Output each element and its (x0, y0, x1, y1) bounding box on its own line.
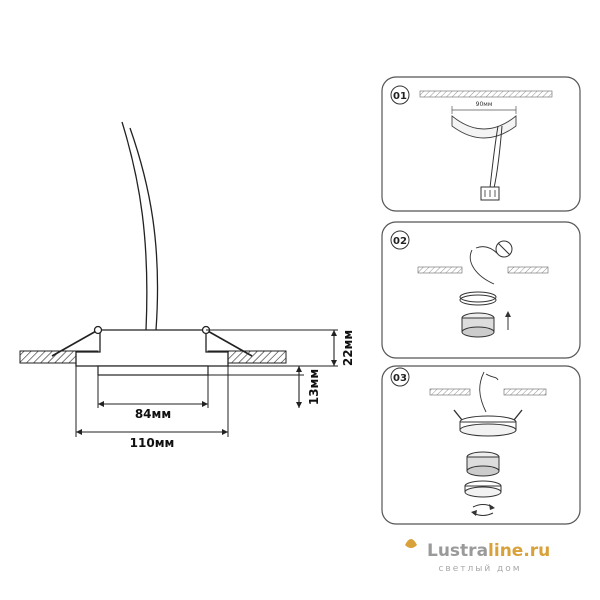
step-number-01: 01 (393, 91, 407, 102)
step-panel-01: 01 90мм (381, 76, 581, 212)
gx53-lamp-03-base (466, 465, 500, 477)
watermark-logo: Lustraline.ru светлый дом (405, 539, 550, 574)
fixture-lens (97, 365, 209, 376)
arrow-up-head (505, 311, 511, 317)
dim-84-arrow-left (98, 401, 104, 407)
ceiling-cutout (451, 115, 517, 139)
spring-clip-left (51, 329, 99, 357)
main-drawing: 84мм 110мм 22мм 13мм (19, 121, 355, 450)
wire-03 (479, 371, 487, 413)
watermark-brand: Lustraline.ru (427, 541, 550, 561)
spring-clip-03-right (513, 409, 523, 421)
ceiling-03-left (429, 388, 471, 396)
dim-110-arrow-left (76, 429, 82, 435)
trim-ring-03-base (464, 486, 502, 498)
fixture-housing (75, 329, 229, 367)
spring-pivot-left (93, 325, 103, 335)
housing-03-base (459, 423, 517, 437)
wire-02 (469, 249, 495, 285)
wire-01 (489, 125, 499, 189)
dim-110-arrow-right (222, 429, 228, 435)
watermark-tagline: светлый дом (438, 564, 521, 574)
lamp-logo-icon (405, 539, 417, 548)
dim-22-arrow-bottom (331, 360, 337, 366)
spring-clip-03-left (453, 409, 463, 421)
dim-22-label: 22мм (341, 330, 355, 366)
dim-110-label: 110мм (130, 436, 175, 450)
step-number-02: 02 (393, 236, 407, 247)
step-panel-03: 03 (381, 365, 581, 525)
trim-ring-02 (459, 291, 497, 303)
rotate-icon-head-a (489, 504, 495, 510)
watermark-brand-b: line.ru (488, 541, 550, 561)
dim-13-arrow-top (296, 366, 302, 372)
dim-13-label: 13мм (307, 369, 321, 405)
dim-84-label: 84мм (135, 407, 171, 421)
step-panel-02: 02 (381, 221, 581, 359)
ceiling-02-left (417, 266, 463, 274)
ceiling-03-right (503, 388, 547, 396)
step-number-03: 03 (393, 373, 407, 384)
dim-90-label: 90мм (476, 101, 493, 108)
watermark-brand-a: Lustra (427, 541, 488, 561)
dim-22-arrow-top (331, 330, 337, 336)
trim-ring-02-bottom (459, 294, 497, 306)
no-connection-slash (497, 242, 511, 256)
step-badge-02 (390, 230, 410, 250)
step-badge-01 (390, 85, 410, 105)
rotate-icon-head-b (471, 510, 477, 516)
gx53-lamp-02-base (461, 326, 495, 338)
wire-01b (493, 125, 503, 189)
spring-clip-right (205, 329, 253, 357)
dim-84-arrow-right (202, 401, 208, 407)
dim-13-arrow-bottom (296, 402, 302, 408)
wire-03b (485, 373, 499, 381)
wire-right (129, 127, 159, 331)
wire-left (121, 121, 148, 331)
ceiling-01 (419, 90, 553, 98)
ceiling-02-right (507, 266, 549, 274)
step-badge-03 (390, 367, 410, 387)
